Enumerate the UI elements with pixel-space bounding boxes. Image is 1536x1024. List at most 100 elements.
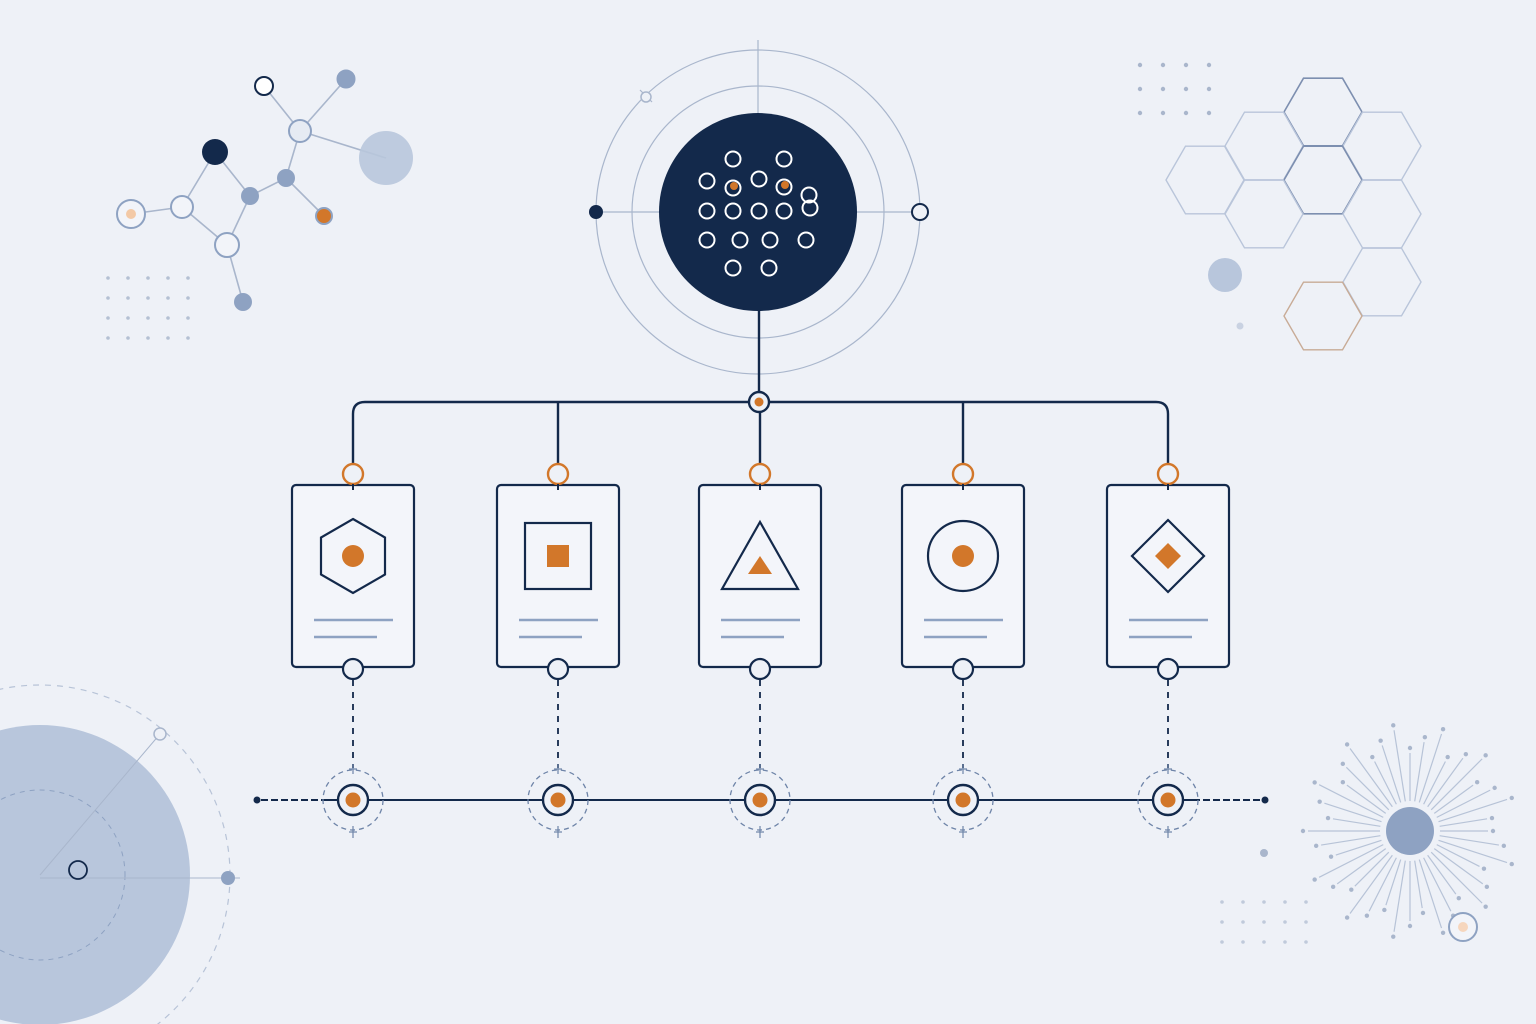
dot <box>1183 62 1189 68</box>
sunburst-ray <box>1423 857 1452 912</box>
sunburst-tip <box>1391 934 1396 939</box>
dot <box>1137 110 1143 116</box>
hexagon-cell <box>1283 77 1363 147</box>
sunburst-ray <box>1427 757 1464 808</box>
dot <box>1262 920 1266 924</box>
sunburst-ray <box>1346 784 1387 814</box>
sunburst-tip <box>1474 780 1480 785</box>
sunburst-tip <box>1509 861 1514 867</box>
cluster-dot <box>800 186 818 204</box>
card-frame <box>697 483 823 669</box>
dot <box>146 316 150 320</box>
card-input-port <box>341 462 365 486</box>
timeline-end <box>1261 796 1269 804</box>
sunburst-tip <box>1330 884 1336 890</box>
molecule-atom <box>126 209 136 219</box>
square-center <box>547 545 569 567</box>
connector-tree <box>351 310 1170 463</box>
dot-grid-icon <box>1220 900 1308 944</box>
dot <box>1160 110 1166 116</box>
card-input-port <box>1156 462 1180 486</box>
timeline-node <box>729 680 791 838</box>
sunburst-tip <box>1312 877 1317 882</box>
dot <box>1283 940 1287 944</box>
card-frame <box>1105 483 1231 669</box>
card-frame <box>290 483 416 669</box>
cluster-dot <box>775 178 793 196</box>
hexagon-cell <box>1165 145 1245 215</box>
sunburst-tip <box>1370 754 1375 760</box>
molecule-atom <box>241 187 259 205</box>
diamond-center <box>1155 543 1181 569</box>
dot <box>166 276 170 280</box>
cluster-dot <box>775 150 793 168</box>
sunburst-tip <box>1325 815 1331 821</box>
dot <box>126 276 130 280</box>
sunburst-ray <box>1385 859 1402 906</box>
hexagon-cell <box>1283 145 1363 215</box>
dot <box>126 296 130 300</box>
hexagon-icon <box>319 517 387 595</box>
dot <box>1262 900 1266 904</box>
sunburst-ray <box>1318 844 1384 878</box>
sunburst-tip <box>1490 828 1496 834</box>
dot <box>166 336 170 340</box>
dot <box>106 296 110 300</box>
sunburst-tip <box>1344 742 1350 747</box>
card-input-port <box>546 462 570 486</box>
diamond-outline <box>1130 518 1206 594</box>
dot <box>1137 62 1143 68</box>
cluster-accent <box>730 182 738 190</box>
sunburst-ray <box>1321 835 1381 846</box>
hexagon-dot <box>1208 258 1242 292</box>
hexagon-dot <box>1236 322 1244 330</box>
molecule-icon <box>116 69 413 311</box>
dot <box>186 276 190 280</box>
molecule-atom <box>336 69 356 89</box>
dot <box>106 276 110 280</box>
cluster-dot <box>775 202 793 220</box>
hexagon-cell <box>1342 179 1422 249</box>
triangle-outline <box>720 519 800 591</box>
dot <box>1262 940 1266 944</box>
dot <box>1160 86 1166 92</box>
dot <box>126 336 130 340</box>
cluster-dot <box>761 231 779 249</box>
sunburst-ray <box>1414 742 1425 802</box>
orbit-node <box>68 860 88 880</box>
dot <box>186 336 190 340</box>
cluster-dot <box>797 231 815 249</box>
sunburst-tip <box>1483 753 1488 758</box>
square-icon <box>523 521 593 591</box>
sunburst-ray <box>1345 766 1390 811</box>
molecule-atom <box>170 195 194 219</box>
orbit-icon <box>0 684 240 1024</box>
cluster-icon <box>698 150 819 277</box>
dot <box>146 276 150 280</box>
sunburst-tip <box>1481 866 1487 871</box>
orbit-node <box>153 727 167 741</box>
dot <box>1241 920 1245 924</box>
circle-center <box>952 545 974 567</box>
card-output-port <box>748 657 772 681</box>
dot <box>1160 62 1166 68</box>
sunburst-tip <box>1420 910 1426 916</box>
square-outline <box>523 521 593 591</box>
sunburst-tip <box>1340 761 1346 767</box>
dot <box>1206 62 1212 68</box>
sunburst-ray <box>1438 798 1508 823</box>
molecule-atom <box>234 293 252 311</box>
dot-grid-icon <box>106 276 190 340</box>
sunburst-tip <box>1463 751 1469 757</box>
timeline-node-core <box>345 792 361 808</box>
orbit-inner-ring <box>0 789 126 961</box>
sunburst-tip <box>1407 745 1413 751</box>
molecule-atom <box>277 169 295 187</box>
sunburst-ray <box>1433 848 1484 885</box>
sunburst-ray <box>1439 835 1499 846</box>
timeline-node <box>527 680 589 838</box>
cluster-dot <box>724 202 742 220</box>
hub-ring-marker <box>911 203 929 221</box>
card-hexagon <box>290 462 416 681</box>
card-output-port <box>951 657 975 681</box>
